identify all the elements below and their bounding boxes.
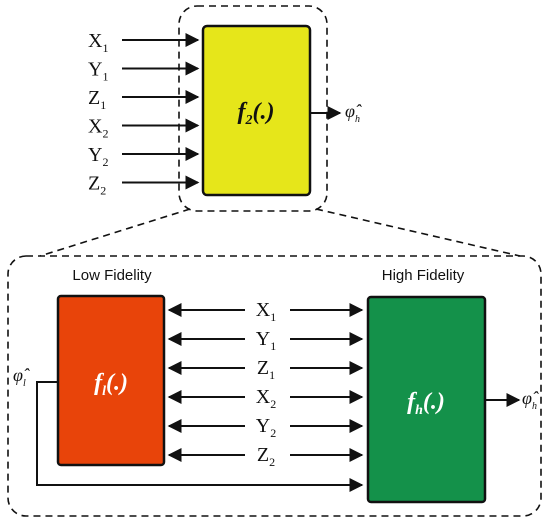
- low-fidelity-output-path: [36, 381, 364, 492]
- bottom-input-x2-label: X2: [256, 386, 276, 411]
- top-input-y2-label: Y2: [88, 144, 108, 169]
- high-fidelity-title: High Fidelity: [382, 267, 465, 284]
- bottom-input-z1-label: Z1: [257, 357, 275, 382]
- top-output-label: φ̂h: [345, 101, 362, 125]
- top-input-z1-label: Z1: [88, 87, 106, 112]
- high-fidelity-label: fh(.): [407, 389, 445, 418]
- low-fidelity-title: Low Fidelity: [72, 267, 152, 284]
- low-output-label: φ̂l: [13, 365, 30, 389]
- high-output-label: φ̂h: [522, 388, 539, 412]
- top-block-label: f2(.): [238, 99, 275, 128]
- bottom-input-y1-label: Y1: [256, 328, 276, 353]
- zoom-line-right: [315, 208, 521, 257]
- top-input-y1-label: Y1: [88, 59, 108, 84]
- zoom-line-left: [39, 208, 191, 257]
- low-fidelity-block: [56, 294, 166, 467]
- bottom-input-z2-label: Z2: [257, 444, 275, 469]
- top-input-x2-label: X2: [88, 116, 108, 141]
- top-function-block: [201, 24, 312, 197]
- top-input-x1-label: X1: [88, 30, 108, 55]
- top-input-z2-label: Z2: [88, 173, 106, 198]
- bottom-input-x1-label: X1: [256, 299, 276, 324]
- bottom-dashed-enclosure: [7, 255, 542, 517]
- bottom-input-y2-label: Y2: [256, 415, 276, 440]
- low-fidelity-label: fl(.): [94, 370, 128, 399]
